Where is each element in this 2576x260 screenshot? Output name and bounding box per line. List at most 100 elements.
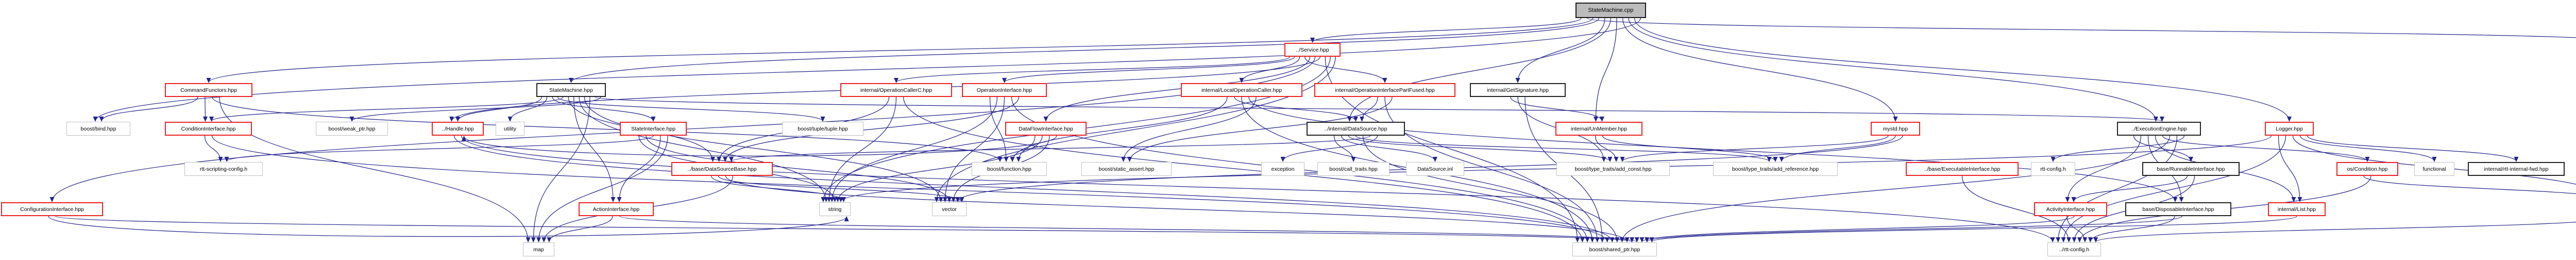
node-internal-unmember-hpp[interactable]: internal/UnMember.hpp (1555, 122, 1642, 136)
edge-logger-hpp-to-string (838, 135, 2272, 202)
node-rtt-config-h: ../rtt-config.h (2047, 242, 2101, 256)
edge-configurationinterface-hpp-to-boost-shared-ptr-hpp (55, 216, 1634, 242)
edge-commandfunctors-hpp-to-boost-bind-hpp (99, 96, 198, 122)
node-mystd-hpp[interactable]: mystd.hpp (1871, 122, 1920, 136)
edge-internal-datasource-hpp-to-boost-type-traits-add-const-hpp (1348, 135, 1613, 162)
node-executionengine-hpp[interactable]: ../ExecutionEngine.hpp (2117, 122, 2201, 136)
edge-statemachine-hpp-to-handle-hpp (455, 96, 542, 122)
edge-statemachine-cpp-to-commandfunctors-hpp (206, 18, 1594, 83)
node-actioninterface-hpp[interactable]: ActionInterface.hpp (579, 202, 654, 216)
edge-executionengine-hpp-to-os-condition-hpp (2162, 135, 2370, 162)
node-conditioninterface-hpp[interactable]: ConditionInterface.hpp (165, 122, 252, 136)
edge-operationinterface-hpp-to-string (829, 96, 998, 202)
node-rtt-config-h: rtt-config.h (2031, 162, 2075, 176)
edge-stateinterface-hpp-to-actioninterface-hpp (617, 135, 661, 202)
edge-base-datasourcebase-hpp-to-boost-shared-ptr-hpp (725, 175, 1630, 242)
edge-conditioninterface-hpp-to-rtt-scripting-config-h (204, 135, 223, 162)
node-dataflowinterface-hpp[interactable]: DataFlowInterface.hpp (1005, 122, 1087, 136)
node-internal-rtt-internal-fwd-hpp[interactable]: internal/rtt-internal-fwd.hpp (2468, 162, 2565, 176)
edge-executionengine-hpp-to-rtt-config-h (2050, 135, 2185, 162)
edge-statemachine-cpp-to-mystd-hpp (1622, 18, 1898, 122)
edge-commandfunctors-hpp-to-boost-function-hpp (212, 96, 1003, 162)
edge-statemachine-cpp-to-logger-hpp (1634, 18, 2292, 122)
edge-statemachine-hpp-to-vector (584, 96, 943, 202)
edge-service-hpp-to-operationinterface-hpp (1002, 56, 1295, 83)
node-os-condition-hpp[interactable]: os/Condition.hpp (2336, 162, 2398, 176)
node-internal-list-hpp[interactable]: internal/List.hpp (2268, 202, 2326, 216)
edge-internal-unmember-hpp-to-boost-type-traits-add-reference-hpp (1602, 135, 1778, 162)
edge-stateinterface-hpp-to-map (536, 135, 668, 242)
edge-statemachine-cpp-to-service-hpp (1310, 18, 1582, 43)
node-rtt-scripting-config-h: rtt-scripting-config.h (184, 162, 263, 176)
node-boost-tuple-tuple-hpp: boost/tuple/tuple.hpp (782, 122, 863, 136)
edge-mystd-hpp-to-boost-type-traits-add-reference-hpp (1779, 135, 1896, 162)
node-base-runnableinterface-hpp[interactable]: base/RunnableInterface.hpp (2142, 162, 2240, 176)
node-internal-operationcallerc-hpp[interactable]: internal/OperationCallerC.hpp (840, 83, 952, 97)
edge-logger-hpp-to-internal-rtt-internal-fwd-hpp (2307, 135, 2519, 162)
edge-os-condition-hpp-to-os-mutex-hpp (2363, 175, 2576, 194)
edge-statemachine-cpp-to-assert-h (1586, 18, 2576, 38)
node-commandfunctors-hpp[interactable]: CommandFunctors.hpp (165, 83, 252, 97)
edge-handle-hpp-to-rtt-config-h (461, 135, 2055, 242)
edge-statemachine-hpp-to-map (531, 96, 590, 242)
edge-logger-hpp-to-rtt-config-h (2061, 135, 2286, 242)
node-boost-type-traits-add-reference-hpp: boost/type_traits/add_reference.hpp (1713, 162, 1838, 176)
edge-service-hpp-to-vector (934, 56, 1336, 202)
node-internal-operationinterfacepartfused-hpp[interactable]: internal/OperationInterfacePartFused.hpp (1314, 83, 1455, 97)
edge-conditioninterface-hpp-to-boost-shared-ptr-hpp (211, 135, 1609, 242)
node-activityinterface-hpp[interactable]: ActivityInterface.hpp (2034, 202, 2107, 216)
node-service-hpp[interactable]: ../Service.hpp (1284, 43, 1341, 57)
node-stateinterface-hpp[interactable]: StateInterface.hpp (620, 122, 687, 136)
edge-commandfunctors-hpp-to-conditioninterface-hpp (202, 96, 208, 122)
edge-logger-hpp-to-internal-list-hpp (2278, 135, 2302, 202)
node-internal-datasource-hpp[interactable]: ../internal/DataSource.hpp (1307, 122, 1405, 136)
edge-internal-datasource-hpp-to-boost-shared-ptr-hpp (1362, 135, 1620, 242)
node-internal-getsignature-hpp[interactable]: internal/GetSignature.hpp (1470, 83, 1566, 97)
edge-service-hpp-to-internal-operationcallerc-hpp (894, 56, 1290, 83)
edge-statemachine-hpp-to-stateinterface-hpp (552, 96, 656, 122)
edge-statemachine-cpp-to-executionengine-hpp (1628, 18, 2158, 122)
edge-internal-list-hpp-to-boost-shared-ptr-hpp (1650, 216, 2297, 242)
node-statemachine-hpp[interactable]: StateMachine.hpp (536, 83, 606, 97)
edge-executionengine-hpp-to-activityinterface-hpp (2065, 135, 2142, 202)
node-boost-bind-hpp: boost/bind.hpp (66, 122, 130, 136)
edge-internal-datasource-hpp-to-exception (1280, 135, 1378, 162)
edge-internal-operationinterfacepartfused-hpp-to-internal-datasource-hpp (1360, 96, 1378, 122)
edge-statemachine-cpp-to-boost-bind-hpp (93, 18, 1641, 122)
edge-statemachine-cpp-to-internal-getsignature-hpp (1515, 18, 1605, 83)
edge-statemachine-hpp-to-boost-weak-ptr-hpp (349, 96, 601, 122)
edge-statemachine-hpp-to-utility (507, 96, 548, 122)
node-configurationinterface-hpp[interactable]: ConfigurationInterface.hpp (1, 202, 103, 216)
edge-internal-localoperationcaller-hpp-to-internal-datasource-hpp (1234, 96, 1358, 122)
edge-base-disposableinterface-hpp-to-boost-shared-ptr-hpp (1645, 216, 2182, 242)
node-string: string (819, 202, 851, 216)
node-logger-hpp[interactable]: Logger.hpp (2265, 122, 2314, 136)
node-boost-weak-ptr-hpp: boost/weak_ptr.hpp (316, 122, 388, 136)
edge-internal-operationcallerc-hpp-to-boost-shared-ptr-hpp (903, 96, 1585, 242)
edge-dataflowinterface-hpp-to-handle-hpp (462, 135, 1057, 157)
edge-actioninterface-hpp-to-map (547, 216, 613, 242)
edge-internal-datasource-hpp-to-boost-type-traits-add-reference-hpp (1355, 135, 1772, 162)
edge-operationinterface-hpp-to-vector (942, 96, 1005, 202)
node-base-disposableinterface-hpp[interactable]: base/DisposableInterface.hpp (2125, 202, 2231, 216)
node-base-executableinterface-hpp[interactable]: ../base/ExecutableInterface.hpp (1906, 162, 2019, 176)
edge-statemachine-hpp-to-actioninterface-hpp (573, 96, 616, 202)
edge-internal-operationinterfacepartfused-hpp-to-boost-static-assert-hpp (1127, 96, 1393, 162)
edge-internal-unmember-hpp-to-boost-type-traits-add-const-hpp (1595, 135, 1619, 162)
node-boost-type-traits-add-const-hpp: boost/type_traits/add_const.hpp (1556, 162, 1670, 176)
node-boost-function-hpp: boost/function.hpp (972, 162, 1047, 176)
edge-os-mutex-hpp-to-rtt-config-h (2093, 221, 2576, 242)
node-internal-localoperationcaller-hpp[interactable]: internal/LocalOperationCaller.hpp (1181, 83, 1302, 97)
edge-statemachine-cpp-to-internal-unmember-hpp (1594, 18, 1617, 122)
edge-configurationinterface-hpp-to-string (48, 216, 849, 237)
edge-base-datasourcebase-hpp-to-string (710, 175, 846, 202)
edge-logger-hpp-to-functional (2299, 135, 2437, 162)
node-boost-call-traits-hpp: boost/call_traits.hpp (1317, 162, 1389, 176)
node-handle-hpp[interactable]: ../Handle.hpp (432, 122, 484, 136)
edge-executionengine-hpp-to-rtt-config-h (2056, 135, 2178, 242)
node-base-datasourcebase-hpp[interactable]: ../base/DataSourceBase.hpp (671, 162, 773, 176)
edge-activityinterface-hpp-to-rtt-config-h (2066, 216, 2088, 242)
edge-operationinterface-hpp-to-boost-function-hpp (989, 96, 1009, 162)
node-boost-shared-ptr-hpp: boost/shared_ptr.hpp (1572, 242, 1657, 256)
node-operationinterface-hpp[interactable]: OperationInterface.hpp (962, 83, 1047, 97)
